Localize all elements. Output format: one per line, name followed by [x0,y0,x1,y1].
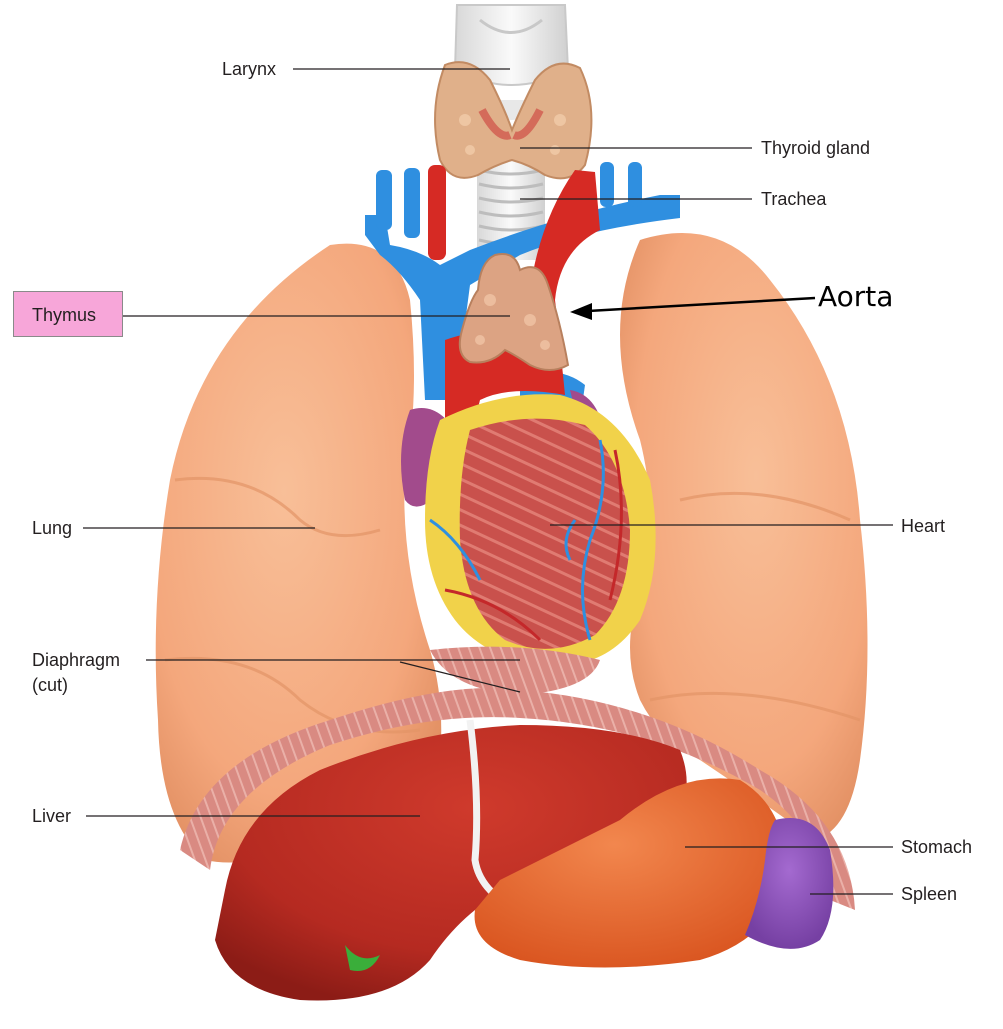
label-heart: Heart [901,516,946,536]
label-lung: Lung [32,518,73,538]
diaphragm-shape [180,646,855,910]
leader-diaphragm-2 [399,661,521,693]
label-trachea: Trachea [761,189,827,209]
label-thyroid-gland: Thyroid gland [761,138,871,158]
right-lung-shape [620,233,868,841]
thymus-highlight-box [13,291,123,337]
label-diaphragm-cut: (cut) [32,675,68,695]
leader-lines [83,68,893,895]
aorta-arrow [570,296,816,320]
label-aorta: Aorta [818,280,894,313]
label-thymus: Thymus [32,305,97,325]
label-diaphragm: Diaphragm [32,650,121,670]
thymus-shape [458,253,570,371]
heart-shape [401,390,656,665]
label-spleen: Spleen [901,884,958,904]
label-larynx: Larynx [222,59,277,79]
spleen-shape [745,818,834,949]
label-liver: Liver [32,806,72,826]
label-stomach: Stomach [901,837,973,857]
stomach-shape [474,778,786,968]
liver-shape [215,719,687,1001]
